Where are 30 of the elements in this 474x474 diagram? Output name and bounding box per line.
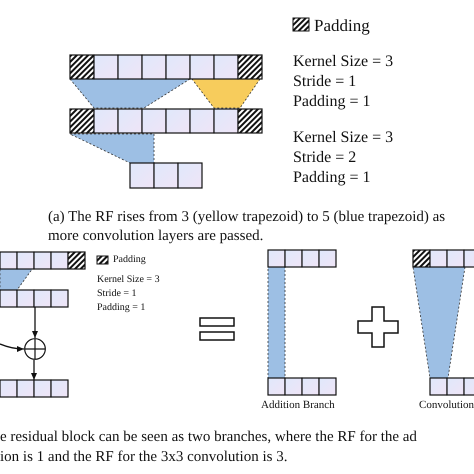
caption-text: (a) The RF rises from 3 (yellow trapezoid) to 5 (blue trapezoid) as more convolution layers are passed. — [48, 208, 446, 246]
layer-row — [130, 163, 202, 188]
layer-row — [268, 378, 336, 395]
layer-row — [70, 109, 262, 133]
legend-text: Padding — [113, 255, 146, 265]
arrow — [31, 360, 37, 380]
layer-row — [70, 55, 262, 79]
parameter-text: Stride = 1 — [97, 289, 137, 299]
parameter-text: Padding = 1 — [293, 94, 370, 110]
arrow — [0, 343, 24, 352]
parameter-text: Stride = 2 — [293, 150, 356, 166]
legend-text: Padding — [314, 17, 370, 34]
parameter-text: Padding = 1 — [97, 303, 146, 313]
caption-text: ion is 1 and the RF for the 3x3 convolution is 3. — [0, 450, 288, 465]
branch-label: Addition Branch — [261, 400, 335, 411]
layer-row — [430, 378, 474, 395]
parameter-text: Kernel Size = 3 — [97, 275, 160, 285]
parameter-text: Stride = 1 — [293, 74, 356, 90]
layer-row — [0, 380, 68, 397]
layer-row — [413, 250, 474, 267]
branch-label: Convolution — [419, 400, 474, 411]
layer-row — [0, 290, 68, 307]
sum-circle — [24, 338, 46, 360]
caption-text: e residual block can be seen as two branches, where the RF for the ad — [0, 430, 417, 445]
parameter-text: Kernel Size = 3 — [293, 130, 394, 146]
layer-row — [268, 250, 336, 267]
parameter-text: Kernel Size = 3 — [293, 54, 394, 70]
arrow — [32, 307, 38, 338]
parameter-text: Padding = 1 — [293, 170, 370, 186]
layer-row — [0, 252, 85, 269]
